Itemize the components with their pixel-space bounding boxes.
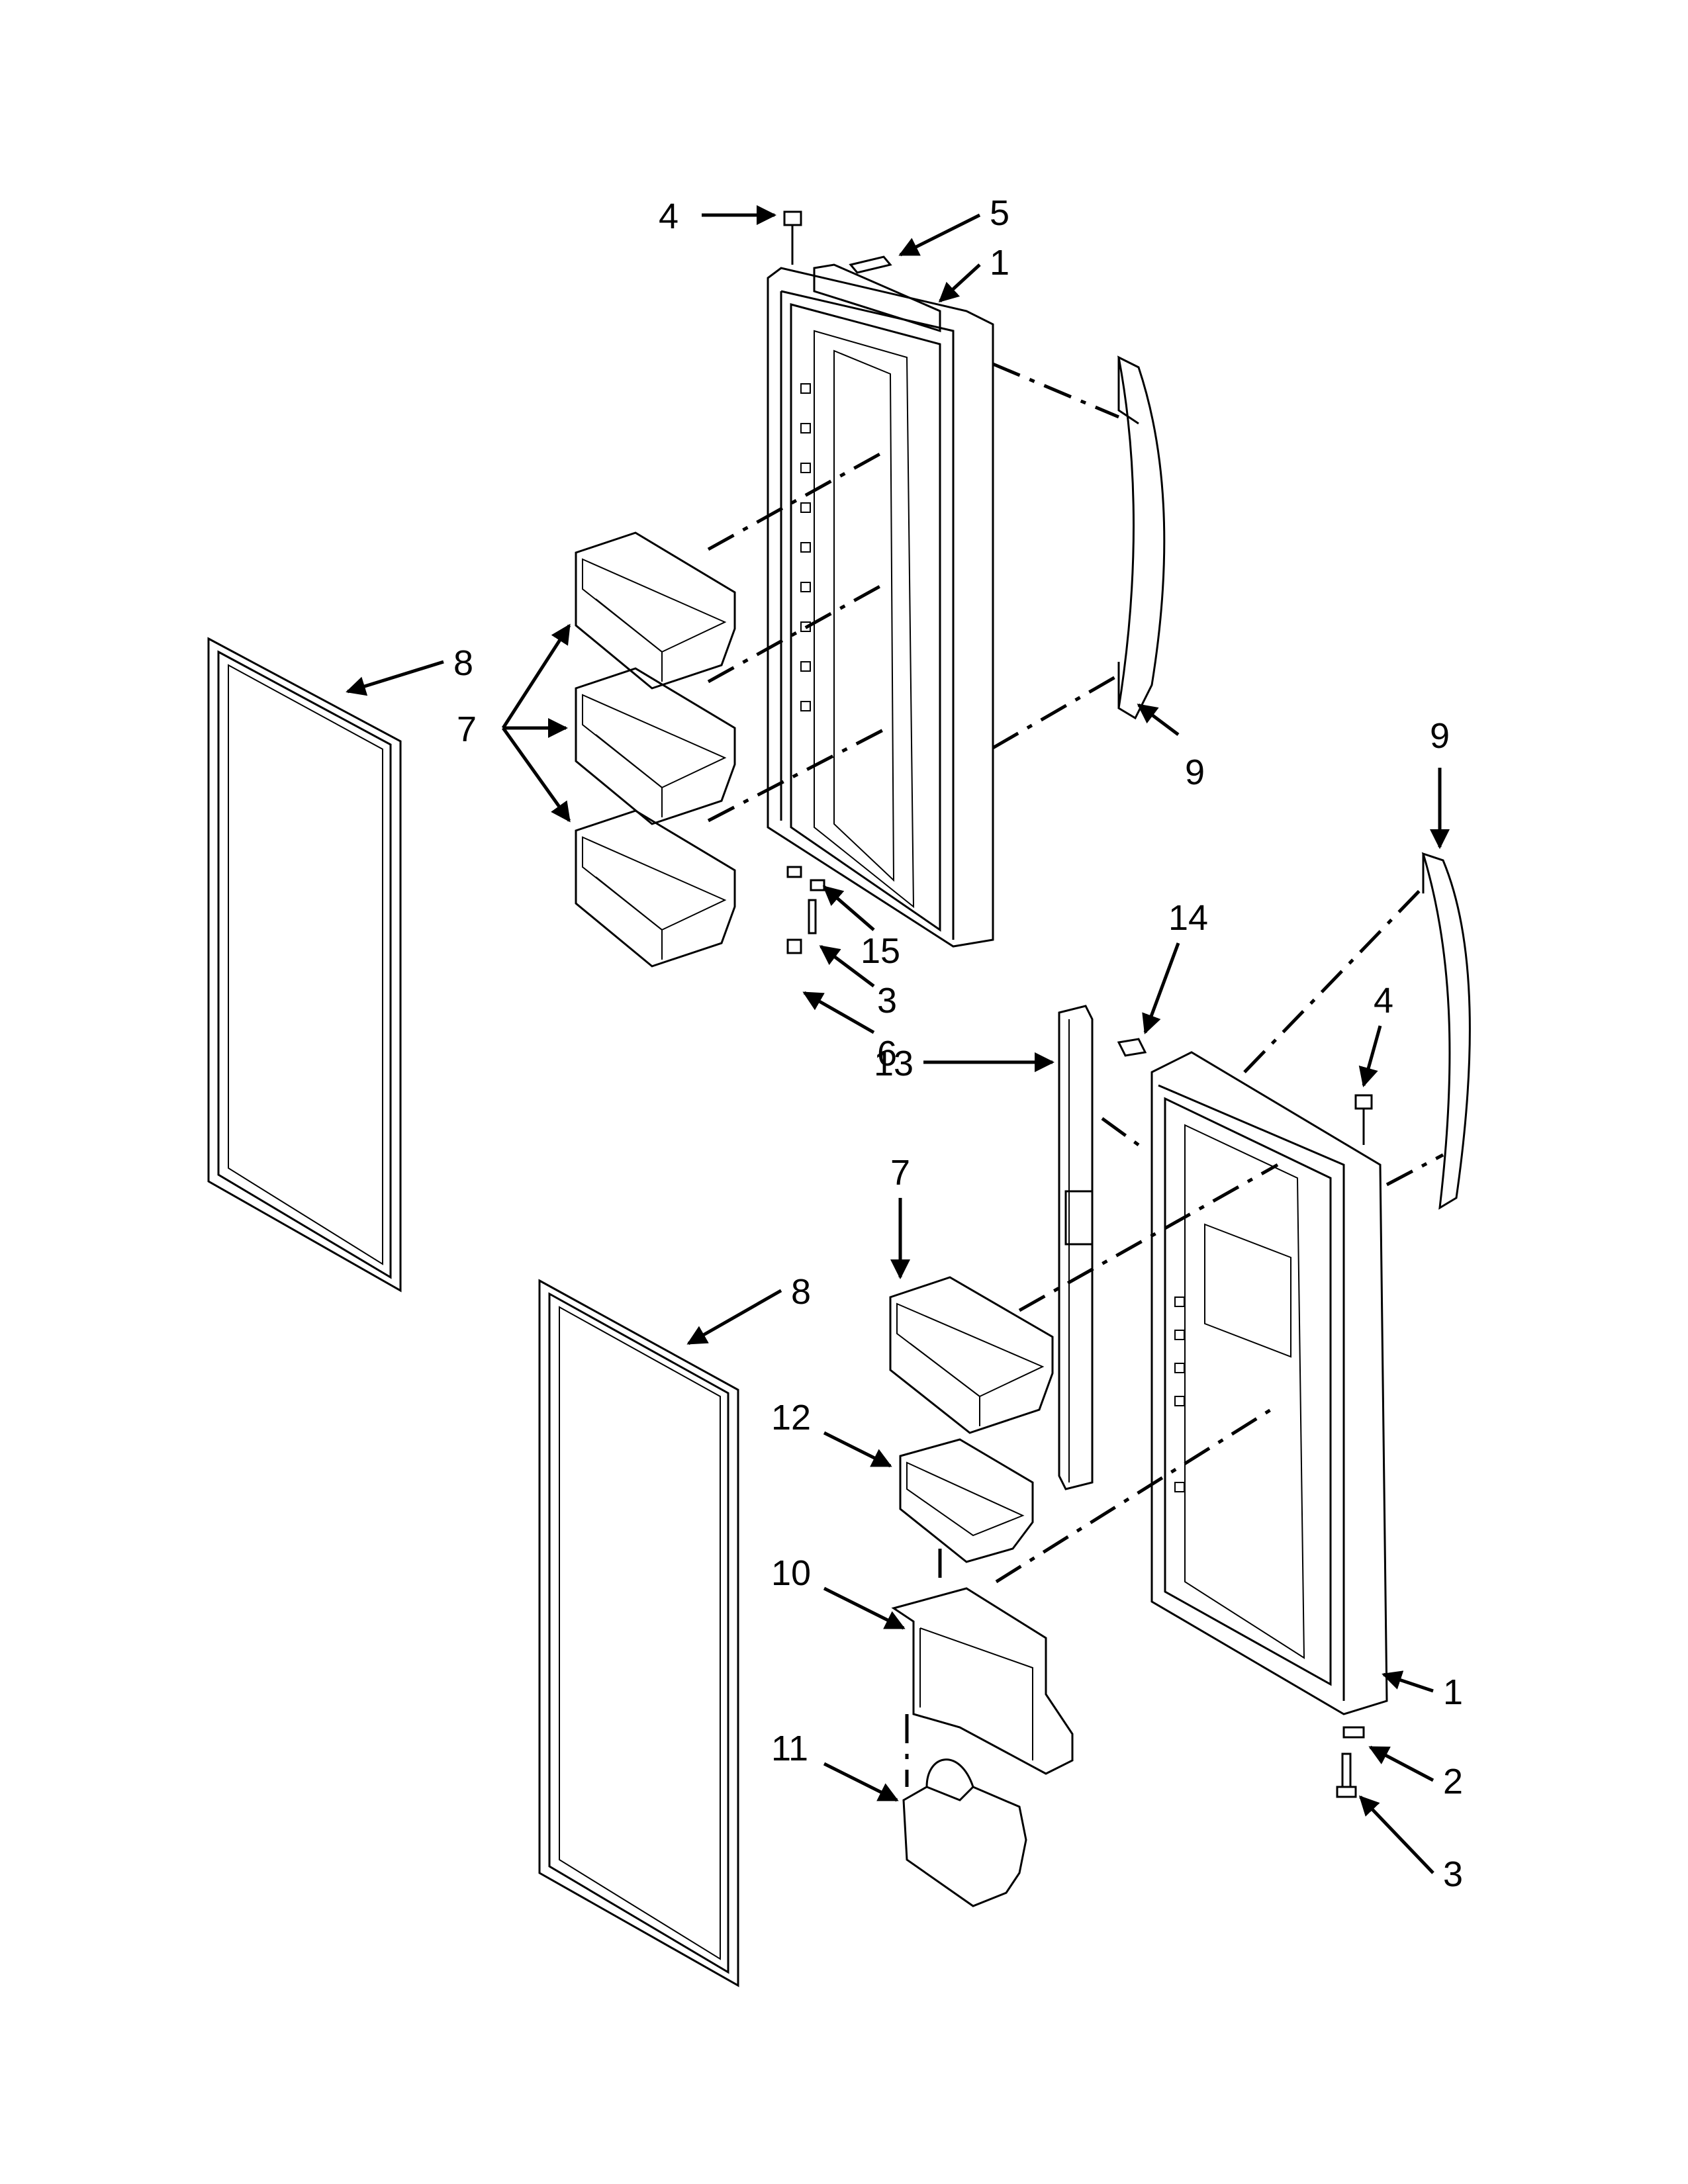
callout-arrows [346, 205, 1450, 1874]
callout-mullion-screw: 14 [1168, 898, 1208, 938]
right-bin [889, 1276, 1054, 1434]
dispenser-bin [902, 1758, 1027, 1907]
callout-top-door-hinge-cover: 5 [990, 193, 1009, 233]
bin-b [575, 667, 736, 825]
callout-dispenser-frame: 10 [771, 1553, 811, 1593]
callout-top-door: 1 [990, 243, 1009, 283]
callout-mullion: 13 [874, 1044, 914, 1083]
right-handle [1421, 852, 1471, 1210]
bin-c [575, 809, 736, 968]
callout-lower-gasket: 8 [791, 1272, 811, 1312]
shelf-pegs [800, 383, 811, 711]
callout-dispenser-bin: 11 [771, 1729, 808, 1768]
right-door-pegs [1174, 1297, 1185, 1492]
callout-right-washer: 2 [1443, 1762, 1463, 1801]
callout-top-gasket: 8 [453, 643, 473, 683]
callout-top-door-hinge-pin: 4 [659, 197, 679, 236]
callout-top-handle-lower: 9 [1185, 752, 1205, 792]
callout-right-handle: 9 [1430, 716, 1450, 756]
callout-top-screw: 3 [877, 981, 897, 1021]
top-bins [575, 531, 736, 968]
top-gasket [207, 637, 402, 1293]
callout-top-washer: 15 [861, 931, 900, 971]
callout-top-cap: 6 [877, 1034, 897, 1073]
right-door [1150, 1051, 1388, 1798]
mullion [1058, 1005, 1147, 1490]
top-hinge-hardware [786, 866, 825, 954]
callout-right-hinge-pin: 4 [1374, 981, 1393, 1021]
callout-right-bin: 7 [890, 1153, 910, 1193]
callout-top-bins: 7 [457, 709, 477, 749]
callout-labels: 4 5 1 8 7 9 15 3 6 9 14 4 13 7 8 12 10 1… [453, 193, 1463, 1894]
callout-chute-housing: 12 [771, 1398, 811, 1437]
top-handle [1117, 355, 1166, 720]
dispenser-frame [891, 1587, 1074, 1775]
top-door [767, 210, 994, 948]
callout-right-screw: 3 [1443, 1854, 1463, 1894]
lower-gasket [538, 1279, 739, 1987]
chute-housing [899, 1438, 1034, 1563]
assembly-lines [707, 362, 1444, 1787]
bin-a [575, 531, 736, 690]
callout-right-door: 1 [1443, 1672, 1463, 1712]
